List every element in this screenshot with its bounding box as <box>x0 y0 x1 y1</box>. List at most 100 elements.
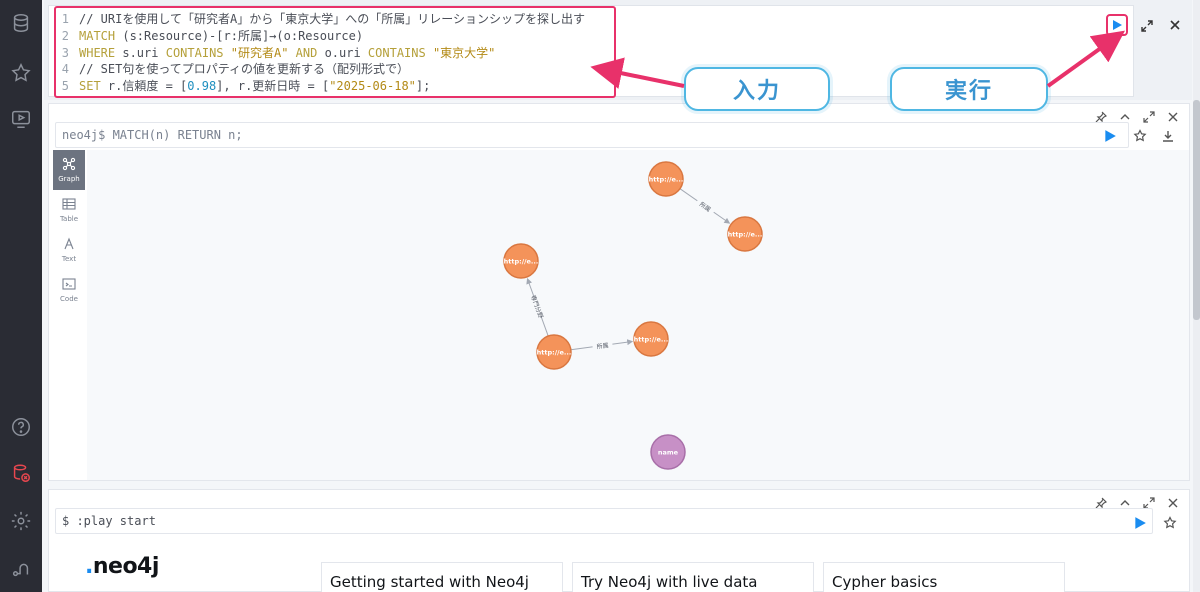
code-token: // SET句を使ってプロパティの値を更新する（配列形式で） <box>79 62 410 77</box>
download-icon[interactable] <box>1161 128 1175 142</box>
edge-label-bg <box>695 197 716 216</box>
connection-error-icon[interactable] <box>8 460 34 486</box>
pin-icon[interactable] <box>1095 494 1108 509</box>
graph-node[interactable] <box>633 321 669 357</box>
scrollbar-thumb[interactable] <box>1193 100 1200 320</box>
tab-label: Table <box>59 215 79 223</box>
database-icon[interactable] <box>8 10 34 36</box>
bottom-query-text: $ :play start <box>62 514 156 528</box>
close-icon[interactable] <box>1168 17 1182 31</box>
fullscreen-icon[interactable] <box>1143 494 1155 509</box>
code-token: // URIを使用して「研究者A」から「東京大学」への「所属」リレーションシップ… <box>79 12 585 26</box>
node-label: name <box>658 449 679 457</box>
card-cypher-basics[interactable]: Cypher basics <box>823 562 1065 592</box>
fullscreen-icon[interactable] <box>1143 108 1155 123</box>
code-token: AND <box>295 45 325 60</box>
code-token: CONTAINS <box>367 45 433 60</box>
help-icon[interactable] <box>8 414 34 440</box>
code-token: WHERE <box>79 45 123 60</box>
code-line[interactable]: 4// SET句を使ってプロパティの値を更新する（配列形式で） <box>49 61 585 78</box>
tab-code[interactable]: Code <box>53 270 85 310</box>
code-token: r.信頼度 = [ <box>107 79 188 94</box>
code-token: s.uri <box>122 45 166 60</box>
result-query-text: neo4j$ MATCH(n) RETURN n; <box>62 128 243 142</box>
tab-label: Text <box>61 255 77 263</box>
code-token: o.uri <box>324 45 368 60</box>
run-callout: 実行 <box>890 67 1048 111</box>
neo4j-logo: .neo4j <box>85 554 159 579</box>
result-frame-controls <box>1095 108 1179 123</box>
tab-table[interactable]: Table <box>53 190 85 230</box>
code-token: "研究者A" <box>230 45 296 60</box>
tab-graph[interactable]: Graph <box>53 150 85 190</box>
tab-label: Code <box>60 295 78 303</box>
card-getting-started[interactable]: Getting started with Neo4j <box>321 562 563 592</box>
rerun-button[interactable] <box>1103 128 1117 142</box>
graph-node[interactable] <box>503 243 539 279</box>
graph-node[interactable] <box>648 161 684 197</box>
code-token: "東京大学" <box>432 45 496 60</box>
edge-label: 専門分野 <box>529 294 545 319</box>
node-label: http://e... <box>728 231 763 239</box>
graph-svg[interactable]: 所属専門分野所属http://e...http://e...http://e..… <box>87 150 1189 480</box>
text-icon <box>62 237 76 255</box>
code-token: CONTAINS <box>165 45 231 60</box>
settings-gear-icon[interactable] <box>8 508 34 534</box>
about-neo4j-icon[interactable] <box>8 556 34 582</box>
favorite-star-icon[interactable] <box>1133 128 1147 142</box>
line-number: 3 <box>61 45 69 60</box>
line-number: 1 <box>61 12 69 26</box>
graph-icon <box>62 157 76 175</box>
favorite-star-icon[interactable] <box>1163 515 1177 529</box>
bottom-run-button[interactable] <box>1133 515 1147 529</box>
line-number: 5 <box>61 79 69 94</box>
code-line[interactable]: 1 // URIを使用して「研究者A」から「東京大学」への「所属」リレーションシッ… <box>49 11 585 28</box>
edge-label-bg <box>592 340 613 351</box>
collapse-icon[interactable] <box>1119 108 1131 120</box>
code-token: SET <box>79 79 108 94</box>
code-token: MATCH <box>79 28 123 43</box>
pin-icon[interactable] <box>1095 108 1108 123</box>
code-line[interactable]: 5 SET r.信頼度 = [0.98], r.更新日時 = ["2025-06-… <box>49 78 585 95</box>
left-sidebar <box>0 0 42 592</box>
favorites-star-icon[interactable] <box>8 60 34 86</box>
graph-node[interactable] <box>650 434 686 470</box>
line-number: 2 <box>61 28 69 43</box>
code-token: (s:Resource)-[r:所属]→(o:Resource) <box>122 28 364 43</box>
node-label: http://e... <box>634 336 669 344</box>
node-label: http://e... <box>537 349 572 357</box>
page-scrollbar[interactable] <box>1193 0 1200 592</box>
bottom-frame-controls <box>1095 494 1179 509</box>
input-highlight-box <box>54 6 616 98</box>
collapse-icon[interactable] <box>1119 494 1131 506</box>
play-icon <box>1113 20 1122 30</box>
input-callout: 入力 <box>684 67 830 111</box>
expand-icon[interactable] <box>1140 18 1154 32</box>
node-label: http://e... <box>649 176 684 184</box>
code-token: 0.98 <box>187 79 217 94</box>
editor-run-button[interactable] <box>1106 14 1128 36</box>
code-token: "2025-06-18" <box>329 79 416 94</box>
code-line[interactable]: 2 MATCH (s:Resource)-[r:所属]→(o:Resource) <box>49 28 585 45</box>
bottom-query-bar[interactable]: $ :play start <box>55 508 1153 534</box>
code-token: ], r.更新日時 = [ <box>216 79 330 94</box>
result-query-bar[interactable]: neo4j$ MATCH(n) RETURN n; <box>55 122 1129 148</box>
card-live-data[interactable]: Try Neo4j with live data <box>572 562 814 592</box>
code-lines[interactable]: 1 // URIを使用して「研究者A」から「東京大学」への「所属」リレーションシッ… <box>49 11 585 95</box>
edge-label: 所属 <box>596 341 609 351</box>
tab-label: Graph <box>58 175 80 183</box>
guides-play-icon[interactable] <box>8 106 34 132</box>
close-frame-icon[interactable] <box>1167 494 1179 508</box>
close-frame-icon[interactable] <box>1167 108 1179 122</box>
graph-node[interactable] <box>536 334 572 370</box>
code-line[interactable]: 3 WHERE s.uri CONTAINS "研究者A" AND o.uri C… <box>49 45 585 62</box>
graph-node[interactable] <box>727 216 763 252</box>
code-token: ]; <box>415 79 431 94</box>
code-icon <box>62 277 76 295</box>
tab-text[interactable]: Text <box>53 230 85 270</box>
play-start-frame: $ :play start .neo4j Getting started wit… <box>48 489 1190 592</box>
